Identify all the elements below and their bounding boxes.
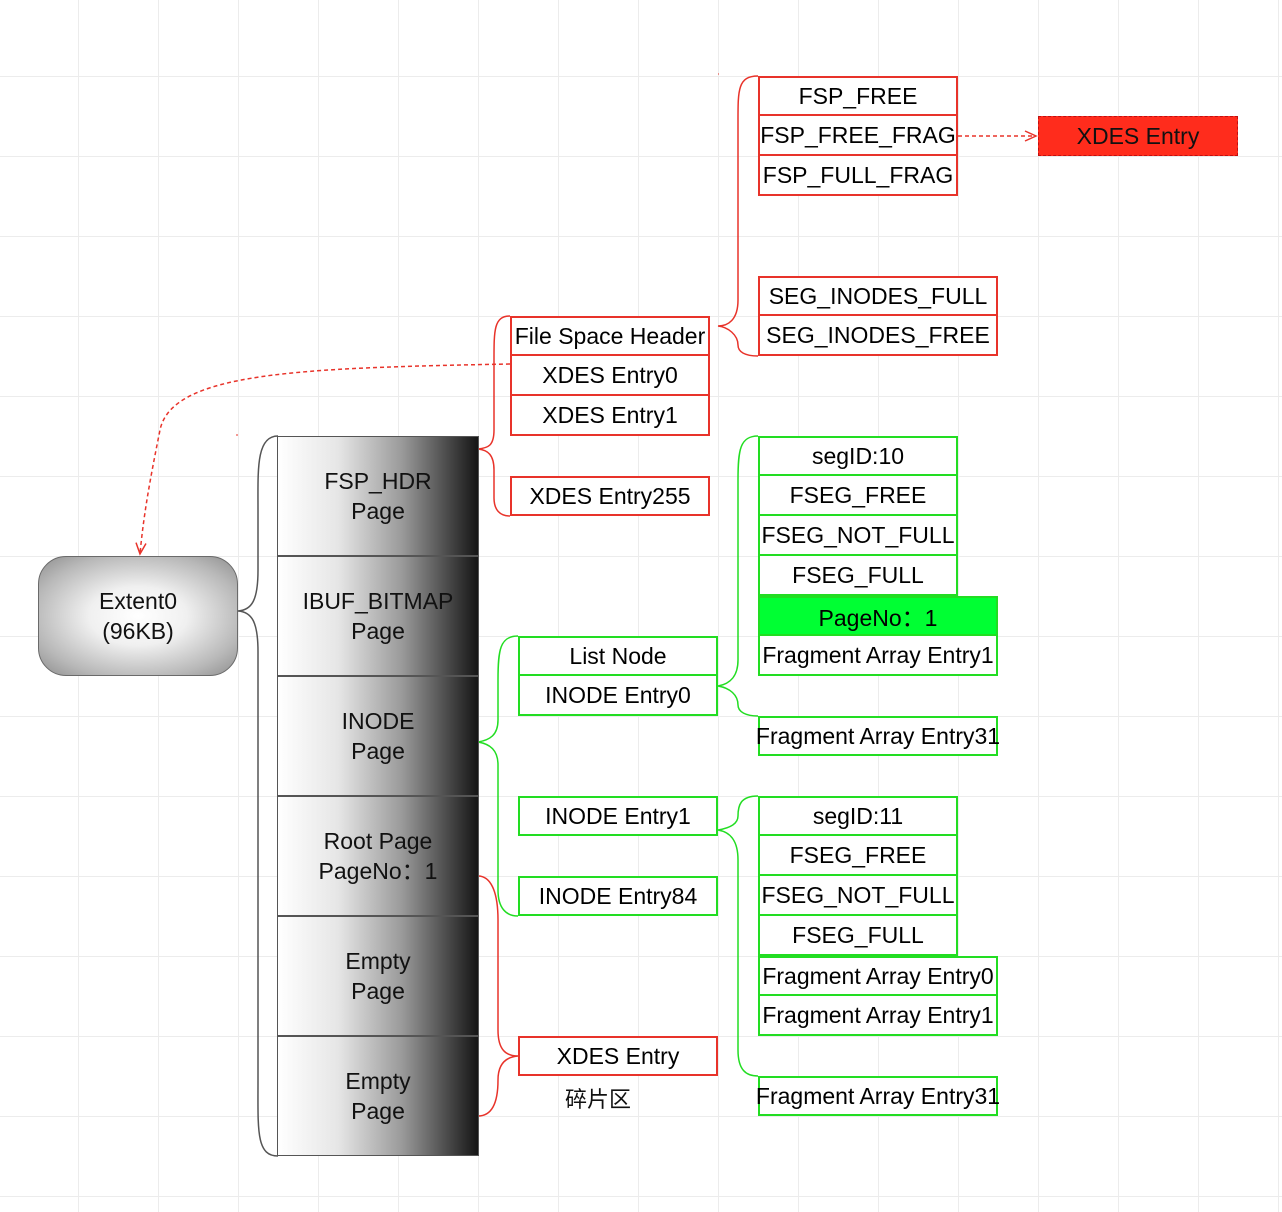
page-title: IBUF_BITMAP	[302, 588, 454, 614]
page-subtitle: Page	[351, 498, 405, 524]
page-ibuf-bitmap: IBUF_BITMAP Page	[277, 556, 479, 676]
list-node-cell: List Node	[518, 636, 718, 676]
root-page-brace	[477, 875, 519, 1117]
inode-page-brace	[477, 635, 519, 917]
page-inode: INODE Page	[277, 676, 479, 796]
fragment-array-entry31-cell: Fragment Array Entry31	[756, 716, 1000, 756]
fragment-array-entry31-cell: Fragment Array Entry31	[756, 1076, 1000, 1116]
fseg-full-cell: FSEG_FULL	[758, 916, 958, 956]
page-no-highlight-cell: PageNo：1	[758, 596, 998, 636]
file-space-header-cell: File Space Header	[510, 316, 710, 356]
page-empty-2: Empty Page	[277, 1036, 479, 1156]
seg-id-10-cell: segID:10	[758, 436, 958, 476]
page-root: Root Page PageNo：1	[277, 796, 479, 916]
fragment-array-entry1-cell: Fragment Array Entry1	[758, 636, 998, 676]
fsp-full-frag-cell: FSP_FULL_FRAG	[758, 156, 958, 196]
page-title: FSP_HDR	[324, 468, 432, 494]
xdes-entry0-cell: XDES Entry0	[510, 356, 710, 396]
page-title: Empty	[345, 1068, 411, 1094]
inode-entry84-cell: INODE Entry84	[518, 876, 718, 916]
extent0-label: Extent0	[99, 588, 177, 614]
inode-entry0-cell: INODE Entry0	[518, 676, 718, 716]
extent0-node: Extent0 (96KB)	[38, 556, 238, 676]
fsp-hdr-brace	[477, 315, 511, 517]
seg-inodes-full-cell: SEG_INODES_FULL	[758, 276, 998, 316]
page-title: INODE	[341, 708, 415, 734]
page-subtitle: PageNo：1	[318, 858, 438, 884]
page-subtitle: Page	[351, 978, 405, 1004]
seg-inodes-free-cell: SEG_INODES_FREE	[758, 316, 998, 356]
page-subtitle: Page	[351, 738, 405, 764]
file-space-header-brace	[717, 75, 759, 357]
inode-entry0-brace	[717, 435, 759, 717]
xdes-entry1-cell: XDES Entry1	[510, 396, 710, 436]
fseg-free-cell: FSEG_FREE	[758, 476, 958, 516]
seg-id-11-cell: segID:11	[758, 796, 958, 836]
inode-entry1-brace	[717, 795, 759, 1077]
fseg-full-cell: FSEG_FULL	[758, 556, 958, 596]
xdes-entry255-cell: XDES Entry255	[510, 476, 710, 516]
page-title: Root Page	[323, 828, 433, 854]
root-xdes-entry-cell: XDES Entry	[518, 1036, 718, 1076]
extent-pages-brace	[237, 435, 279, 1157]
fragment-array-entry1-cell: Fragment Array Entry1	[758, 996, 998, 1036]
fragment-array-entry0-cell: Fragment Array Entry0	[758, 956, 998, 996]
fsp-free-cell: FSP_FREE	[758, 76, 958, 116]
fseg-not-full-cell: FSEG_NOT_FULL	[758, 876, 958, 916]
xdes-entry0-to-extent-arrow	[135, 363, 511, 556]
page-title: Empty	[345, 948, 411, 974]
fseg-free-cell: FSEG_FREE	[758, 836, 958, 876]
fragment-area-label: 碎片区	[564, 1088, 631, 1113]
inode-entry1-cell: INODE Entry1	[518, 796, 718, 836]
page-subtitle: Page	[351, 618, 405, 644]
xdes-entry-target: XDES Entry	[1038, 116, 1238, 156]
page-empty-1: Empty Page	[277, 916, 479, 1036]
page-fsp-hdr: FSP_HDR Page	[277, 436, 479, 556]
fsp-free-frag-cell: FSP_FREE_FRAG	[758, 116, 958, 156]
page-subtitle: Page	[351, 1098, 405, 1124]
extent0-size: (96KB)	[102, 618, 174, 644]
fseg-not-full-cell: FSEG_NOT_FULL	[758, 516, 958, 556]
